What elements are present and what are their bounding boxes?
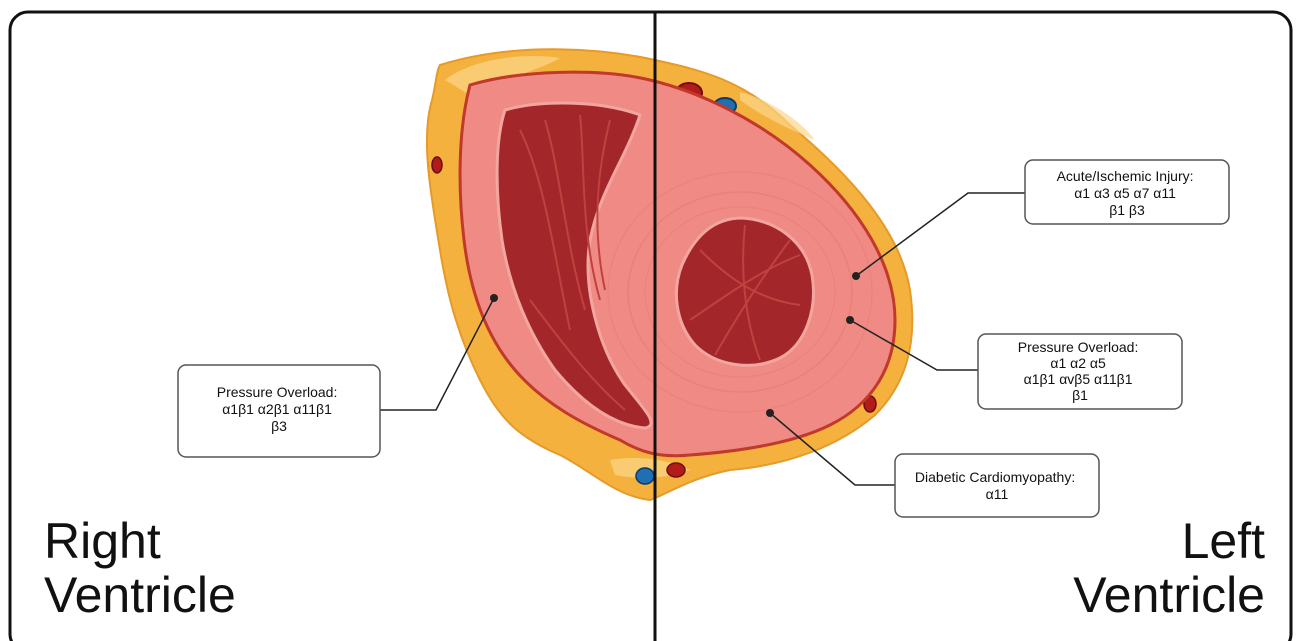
rv-pressure-dot bbox=[490, 294, 498, 302]
callout-acute-line-1: Acute/Ischemic Injury: bbox=[1057, 168, 1194, 184]
callout-diabetic-line-2: α11 bbox=[986, 486, 1009, 502]
callout-diabetic: Diabetic Cardiomyopathy: α11 bbox=[895, 454, 1099, 517]
left-label-line-1: Left bbox=[1182, 513, 1266, 569]
right-label-line-2: Ventricle bbox=[44, 567, 236, 623]
callout-rv-pressure-line-1: Pressure Overload: bbox=[217, 384, 338, 400]
vessel-red-4 bbox=[667, 463, 685, 477]
left-label-line-2: Ventricle bbox=[1073, 567, 1265, 623]
acute-dot bbox=[852, 272, 860, 280]
callout-rv-pressure-line-3: β3 bbox=[271, 418, 287, 434]
callout-diabetic-line-1: Diabetic Cardiomyopathy: bbox=[915, 469, 1075, 485]
left-ventricle-cavity bbox=[676, 218, 813, 365]
vessel-blue-2 bbox=[636, 468, 654, 484]
callout-rv-pressure: Pressure Overload: α1β1 α2β1 α11β1 β3 bbox=[178, 365, 380, 457]
callout-lv-pressure-line-3: α1β1 αvβ5 α11β1 bbox=[1024, 371, 1133, 387]
callout-lv-pressure-line-1: Pressure Overload: bbox=[1018, 339, 1139, 355]
diabetic-dot bbox=[766, 409, 774, 417]
callout-lv-pressure-line-2: α1 α2 α5 bbox=[1050, 355, 1106, 371]
callout-rv-pressure-line-2: α1β1 α2β1 α11β1 bbox=[222, 401, 332, 417]
callout-acute-line-3: β1 β3 bbox=[1109, 202, 1145, 218]
callout-acute-ischemic: Acute/Ischemic Injury: α1 α3 α5 α7 α11 β… bbox=[1025, 160, 1229, 224]
callout-acute-line-2: α1 α3 α5 α7 α11 bbox=[1074, 185, 1176, 201]
callout-lv-pressure: Pressure Overload: α1 α2 α5 α1β1 αvβ5 α1… bbox=[978, 334, 1182, 409]
lv-pressure-dot bbox=[846, 316, 854, 324]
right-label-line-1: Right bbox=[44, 513, 161, 569]
callout-lv-pressure-line-4: β1 bbox=[1072, 387, 1088, 403]
vessel-red-2 bbox=[432, 157, 442, 173]
